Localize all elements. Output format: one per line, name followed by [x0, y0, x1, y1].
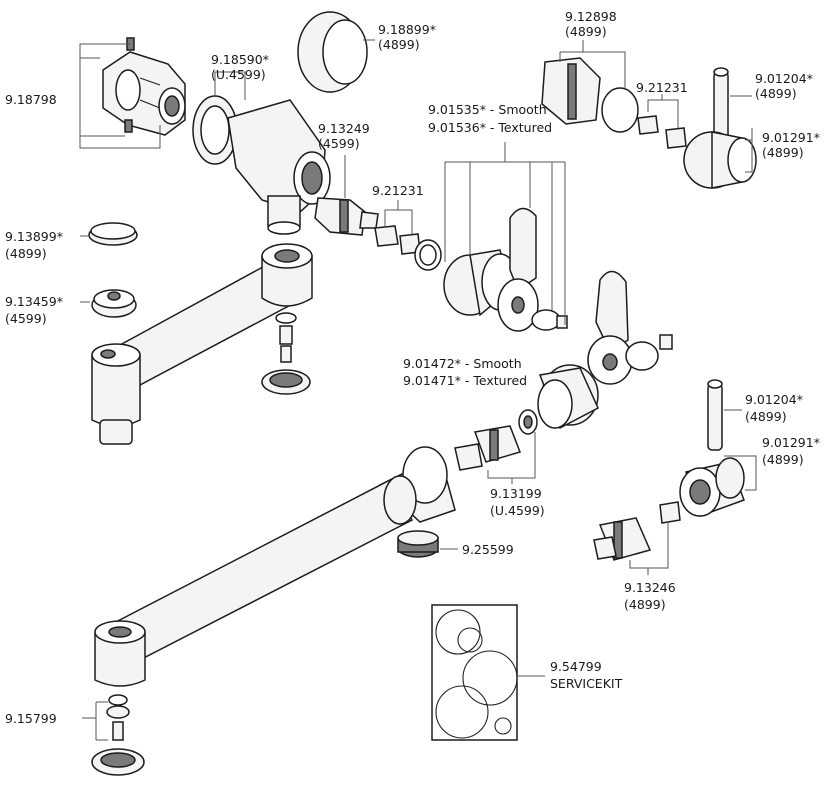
callout-9-13246-sub: (4899) [624, 597, 666, 612]
service-kit-box [431, 604, 518, 741]
callout-9-21231-top: 9.21231 [636, 80, 688, 95]
callout-9-01472-sub: 9.01471* - Textured [403, 373, 527, 388]
knob-top [683, 131, 757, 189]
spout-arm-lower [94, 446, 456, 687]
callout-9-13199: 9.13199 [490, 486, 542, 501]
cover-ring-part [297, 11, 368, 93]
callout-9-54799: 9.54799 [550, 659, 602, 674]
callout-9-13899-sub: (4899) [5, 246, 47, 261]
callout-9-13899: 9.13899* [5, 229, 63, 244]
callout-9-25599: 9.25599 [462, 542, 514, 557]
callout-9-18590-sub: (U.4599) [211, 67, 266, 82]
callout-9-21231-mid: 9.21231 [372, 183, 424, 198]
callout-9-01291-bot-sub: (4899) [762, 452, 804, 467]
sleeve-lower [537, 364, 599, 430]
callout-9-15799: 9.15799 [5, 711, 57, 726]
callout-9-18899-sub: (4899) [378, 37, 420, 52]
callout-9-13199-sub: (U.4599) [490, 503, 545, 518]
cartridge-9-13249 [314, 197, 379, 236]
cartridge-9-12898 [541, 57, 639, 133]
callout-9-01472: 9.01472* - Smooth [403, 356, 522, 371]
callout-9-54799-sub: SERVICEKIT [550, 676, 623, 691]
callout-9-01204-bot-sub: (4899) [745, 409, 787, 424]
callout-9-12898: 9.12898 [565, 9, 617, 24]
callout-9-01291-top: 9.01291* [762, 130, 820, 145]
seal-ring-part [192, 95, 238, 165]
cap-9-13899 [88, 222, 138, 246]
aerator-upper [261, 312, 311, 395]
valve-body-upper [227, 99, 331, 235]
aerator-9-25599 [397, 530, 439, 558]
callout-9-13246: 9.13246 [624, 580, 676, 595]
lever-handle-upper [497, 207, 568, 332]
callout-9-18899: 9.18899* [378, 22, 436, 37]
spout-arm-upper [91, 243, 313, 445]
callout-9-01535: 9.01535* - Smooth [428, 102, 547, 117]
adapter-9-21231-mid [374, 225, 442, 271]
callout-9-01204-bot: 9.01204* [745, 392, 803, 407]
callout-9-13459: 9.13459* [5, 294, 63, 309]
callout-9-13249: 9.13249 [318, 121, 370, 136]
callout-9-01291-bot: 9.01291* [762, 435, 820, 450]
adapter-9-21231-top [637, 115, 687, 149]
cartridge-9-13246 [593, 501, 681, 561]
callout-9-13249-sub: (4599) [318, 136, 360, 151]
aerator-lower-parts [91, 694, 145, 776]
callout-9-01291-top-sub: (4899) [762, 145, 804, 160]
plug-9-13459 [91, 289, 137, 318]
callout-9-01535-sub: 9.01536* - Textured [428, 120, 552, 135]
callout-9-13459-sub: (4599) [5, 311, 47, 326]
handle-rod-bottom [707, 379, 723, 451]
callout-9-12898-sub: (4899) [565, 24, 607, 39]
cartridge-9-13199 [454, 409, 538, 471]
callout-9-01204-top: 9.01204* [755, 71, 813, 86]
callout-9-18590: 9.18590* [211, 52, 269, 67]
handle-rod-top [713, 67, 729, 149]
mounting-block-part [102, 37, 186, 136]
knob-bottom [679, 457, 745, 517]
lever-handle-lower [587, 270, 673, 385]
callout-9-01204-top-sub: (4899) [755, 86, 797, 101]
callout-9-18798: 9.18798 [5, 92, 57, 107]
